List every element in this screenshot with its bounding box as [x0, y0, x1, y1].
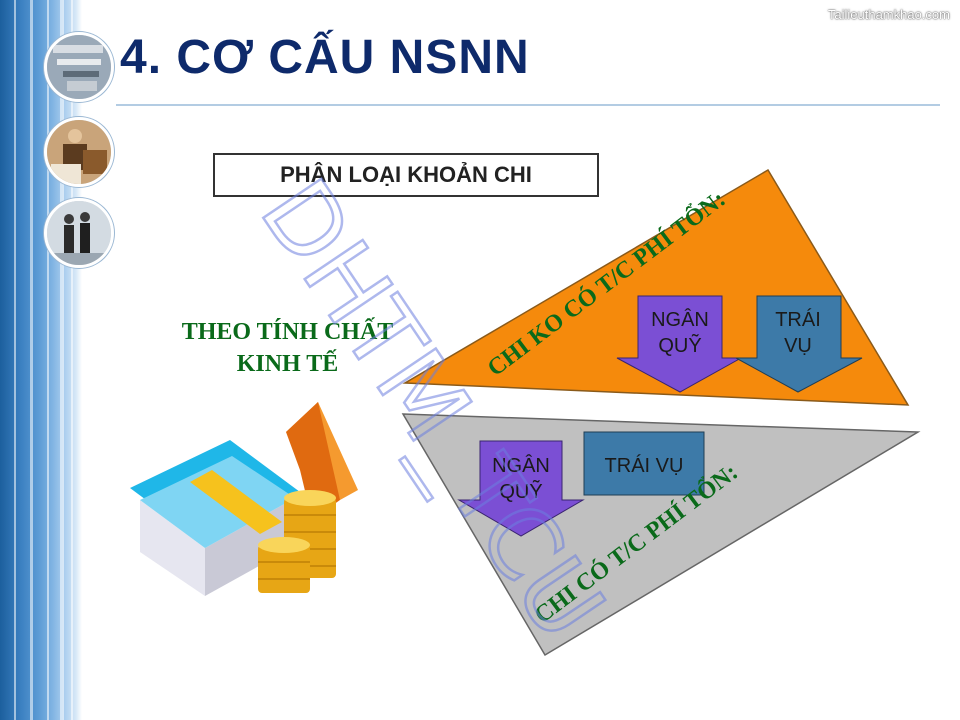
upper-item-ngan-quy: NGÂN QUỸ [616, 295, 743, 393]
title-divider [116, 104, 940, 106]
upper-item-2-line-2: VỤ [784, 335, 812, 357]
classification-line-1: THEO TÍNH CHẤT [181, 319, 394, 345]
slide-title: 4. CƠ CẤU NSNN [120, 31, 530, 84]
site-watermark: Tailieuthamkhao.com [827, 7, 950, 22]
classification-line-2: KINH TẾ [236, 351, 339, 377]
lower-item-1-line-1: NGÂN [492, 454, 550, 477]
lower-item-2-label: TRÁI VỤ [605, 454, 684, 477]
upper-item-1-line-1: NGÂN [651, 308, 709, 331]
lower-item-1-line-2: QUỸ [499, 479, 542, 503]
lower-item-ngan-quy: NGÂN QUỸ [457, 440, 585, 537]
people-walking-photo-icon [44, 198, 114, 268]
business-photo-icon [44, 32, 114, 102]
expenditure-classification-label: PHÂN LOẠI KHOẢN CHI [280, 162, 532, 187]
lower-item-trai-vu: TRÁI VỤ [583, 431, 705, 496]
upper-item-2-line-1: TRÁI [775, 308, 821, 331]
meeting-photo-icon [44, 117, 114, 187]
expenditure-classification-box: PHÂN LOẠI KHOẢN CHI [213, 153, 599, 197]
money-growth-icon [130, 402, 358, 596]
upper-item-trai-vu: TRÁI VỤ [735, 295, 863, 393]
upper-item-1-line-2: QUỸ [658, 333, 701, 357]
classification-criterion: THEO TÍNH CHẤT KINH TẾ [150, 316, 425, 380]
